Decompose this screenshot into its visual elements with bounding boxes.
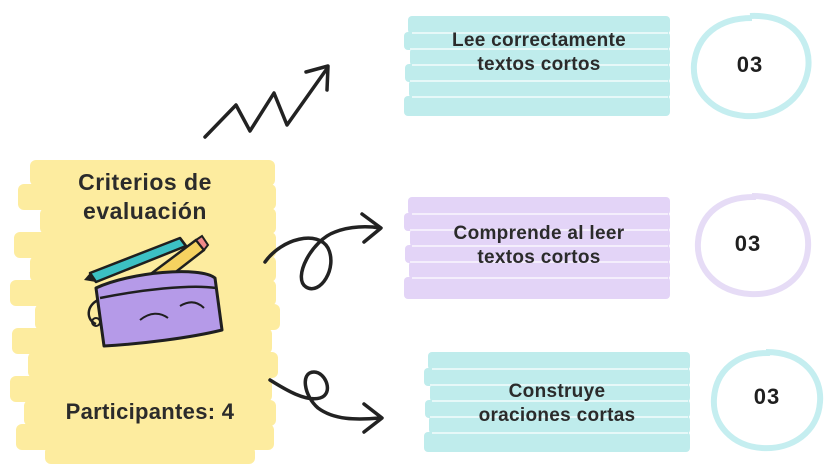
- criteria-title-line2: evaluación: [83, 197, 207, 224]
- participants-label: Participantes: 4: [65, 399, 235, 424]
- criterion-score-3: 03: [753, 384, 781, 409]
- criterion-1-line2: textos cortos: [477, 53, 601, 75]
- criteria-title-line1: Criterios de: [78, 169, 212, 195]
- criterion-3-line2: oraciones cortas: [478, 404, 636, 426]
- criterion-box-2: [404, 197, 670, 299]
- criterion-1-line1: Lee correctamente: [451, 30, 627, 51]
- criterion-label-2: Comprende al leer textos cortos: [410, 222, 668, 270]
- criterion-label-3: Construye oraciones cortas: [428, 380, 686, 428]
- criterion-3-line1: Construye: [508, 381, 606, 402]
- criterion-score-1: 03: [736, 52, 764, 77]
- criterion-2-line2: textos cortos: [477, 246, 601, 268]
- pencil-case-icon: [84, 234, 224, 348]
- score-circle-1: [690, 12, 812, 120]
- arrow-zigzag-icon: [203, 64, 330, 139]
- score-circle-2: [694, 193, 812, 298]
- criterion-box-1: [404, 16, 670, 116]
- arrow-loop-icon: [263, 212, 383, 291]
- criterion-box-3: [424, 352, 690, 452]
- criterion-2-line1: Comprende al leer: [453, 223, 625, 244]
- arrow-loop-icon: [268, 370, 384, 434]
- criteria-title: Criterios de evaluación: [30, 168, 260, 226]
- criterion-box-1-texture: [410, 32, 668, 98]
- criterion-label-1: Lee correctamente textos cortos: [410, 29, 668, 77]
- criterion-box-3-texture: [430, 368, 688, 434]
- criterion-box-2-texture: [410, 213, 668, 279]
- score-circle-3: [710, 349, 824, 452]
- criterion-score-2: 03: [734, 231, 762, 256]
